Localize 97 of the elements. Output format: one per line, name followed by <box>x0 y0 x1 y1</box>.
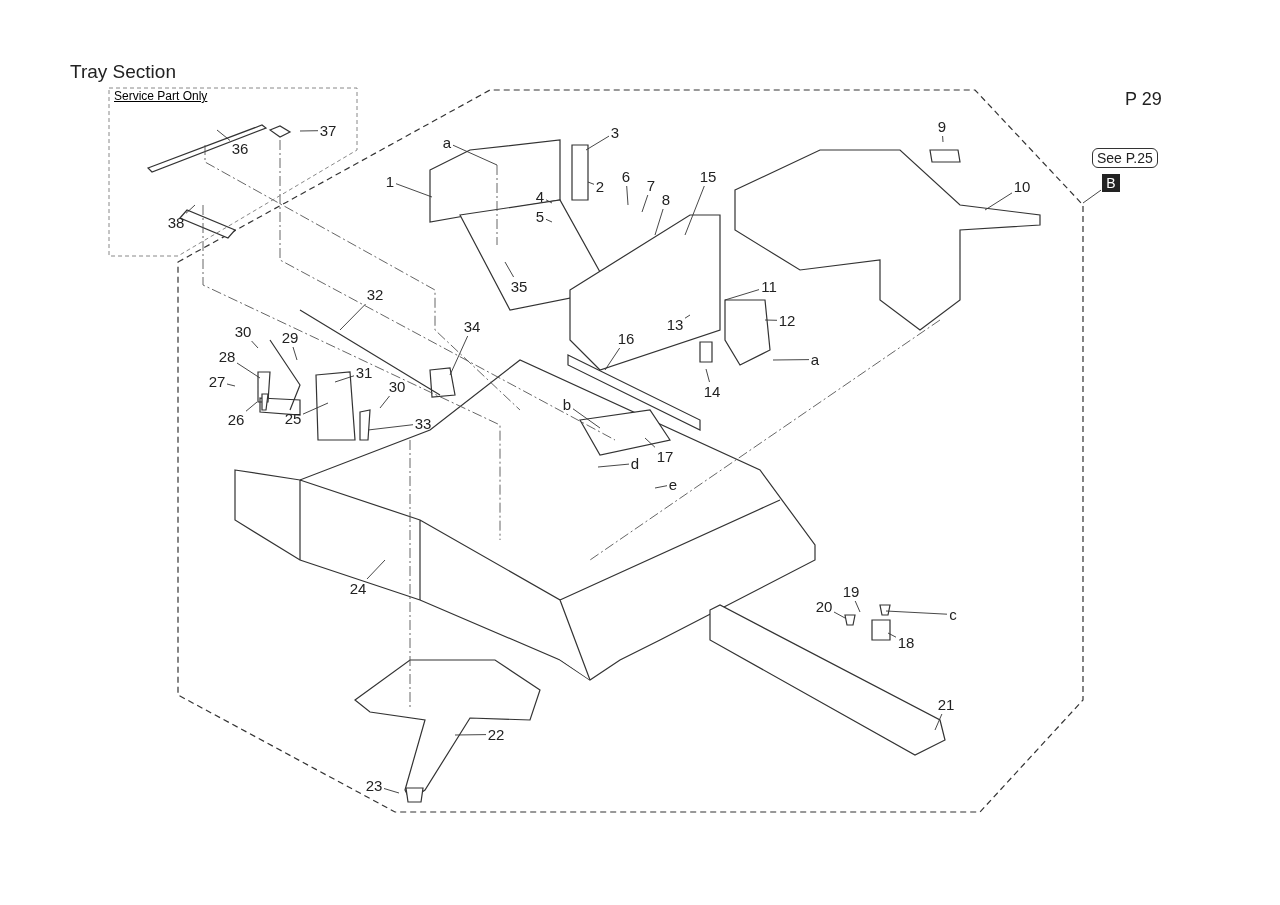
leader-line <box>572 408 601 429</box>
callout-number: a <box>442 134 452 151</box>
leader-line <box>684 185 705 236</box>
callout-number: 25 <box>284 410 302 427</box>
callout-number: 20 <box>815 598 833 615</box>
callout-number: 23 <box>365 777 383 794</box>
callout-number: 34 <box>463 318 481 335</box>
leader-line <box>772 359 810 361</box>
page-number: P 29 <box>1125 89 1162 110</box>
leader-line <box>684 314 691 319</box>
callout-number: 22 <box>487 726 505 743</box>
leader-line <box>641 194 649 213</box>
leader-line <box>251 340 259 349</box>
callout-number: 18 <box>897 634 915 651</box>
callout-number: 12 <box>778 312 796 329</box>
leader-line <box>833 611 846 619</box>
service-parts-frame <box>108 87 358 257</box>
callout-number: 2 <box>595 178 605 195</box>
page-reference: See P.25 <box>1092 148 1158 168</box>
callout-number: 33 <box>414 415 432 432</box>
callout-number: 19 <box>842 583 860 600</box>
leader-line <box>885 610 948 615</box>
callout-number: 6 <box>621 168 631 185</box>
leader-line <box>545 218 553 223</box>
callout-number: 17 <box>656 448 674 465</box>
callout-number: 29 <box>281 329 299 346</box>
callout-number: 15 <box>699 168 717 185</box>
leader-line <box>236 362 261 379</box>
callout-number: 31 <box>355 364 373 381</box>
callout-number: 14 <box>703 383 721 400</box>
callout-number: 30 <box>234 323 252 340</box>
callout-number: 5 <box>535 208 545 225</box>
leader-line <box>604 347 621 371</box>
callout-number: 28 <box>218 348 236 365</box>
callout-number: 38 <box>167 214 185 231</box>
callout-number: 8 <box>661 191 671 208</box>
leader-line <box>545 199 553 204</box>
callout-number: 21 <box>937 696 955 713</box>
callout-number: 26 <box>227 411 245 428</box>
callout-number: 1 <box>385 173 395 190</box>
callout-number: 30 <box>388 378 406 395</box>
leader-line <box>705 368 710 383</box>
callout-number: 16 <box>617 330 635 347</box>
leader-line <box>395 183 433 198</box>
leader-line <box>302 402 329 415</box>
callout-number: 10 <box>1013 178 1031 195</box>
leader-line <box>942 135 944 143</box>
leader-line <box>216 129 231 141</box>
callout-number: d <box>630 455 640 472</box>
leader-line <box>585 135 610 151</box>
leader-line <box>379 395 390 409</box>
leader-line <box>724 289 760 301</box>
frame-heading: Service Part Only <box>114 89 208 103</box>
leader-line <box>887 632 897 638</box>
leader-line <box>339 303 367 331</box>
leader-line <box>597 463 630 468</box>
callout-number: 13 <box>666 316 684 333</box>
callout-number: e <box>668 476 678 493</box>
callout-number: 32 <box>366 286 384 303</box>
leader-line <box>299 130 319 132</box>
leader-line <box>366 559 386 580</box>
leader-line <box>292 346 298 361</box>
leader-line <box>452 144 498 166</box>
callout-number: 9 <box>937 118 947 135</box>
leader-line <box>185 204 196 214</box>
leader-line <box>334 375 355 383</box>
callout-number: 7 <box>646 177 656 194</box>
callout-number: 4 <box>535 188 545 205</box>
callout-number: a <box>810 351 820 368</box>
leader-line <box>654 485 668 489</box>
leader-line <box>449 335 469 376</box>
callout-number: 24 <box>349 580 367 597</box>
leader-line <box>454 734 487 736</box>
leader-line <box>764 319 778 321</box>
leader-line <box>383 788 400 794</box>
leader-line <box>367 424 414 431</box>
callout-number: 37 <box>319 122 337 139</box>
leader-line <box>504 261 515 278</box>
leader-line <box>984 192 1013 211</box>
leader-line <box>587 181 595 185</box>
leader-line <box>226 383 236 387</box>
reference-tag: B <box>1102 174 1120 192</box>
callout-number: 11 <box>760 278 778 295</box>
callout-number: 27 <box>208 373 226 390</box>
leader-line <box>626 185 629 206</box>
callout-number: 36 <box>231 140 249 157</box>
leader-line <box>1082 189 1102 204</box>
callout-number: 3 <box>610 124 620 141</box>
callout-number: c <box>948 606 958 623</box>
leader-line <box>245 401 258 412</box>
leader-line <box>854 600 861 613</box>
leader-line <box>654 208 664 236</box>
callout-number: b <box>562 396 572 413</box>
leader-line <box>934 713 943 731</box>
callout-number: 35 <box>510 278 528 295</box>
diagram-title: Tray Section <box>70 61 176 83</box>
leader-line <box>644 437 656 448</box>
